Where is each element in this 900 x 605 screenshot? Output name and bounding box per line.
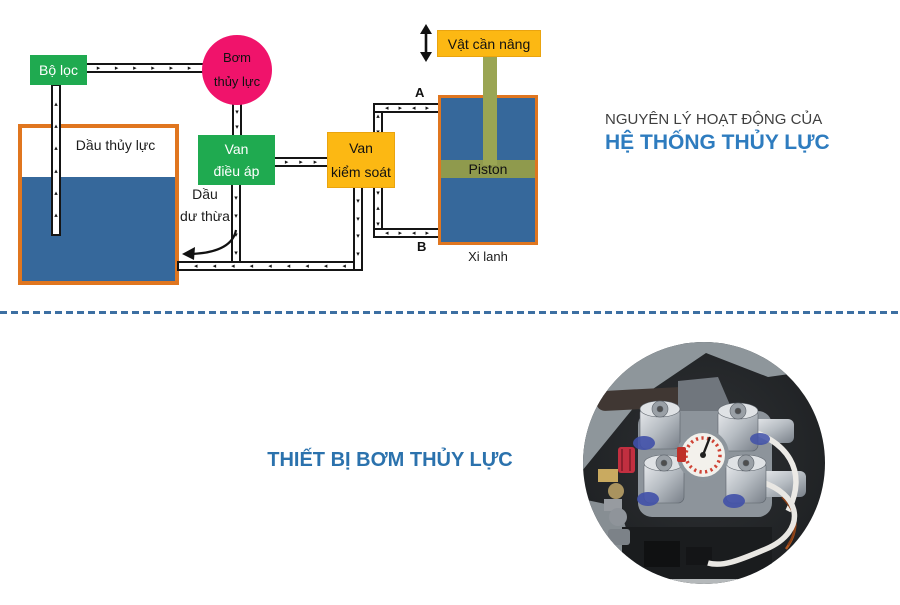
filter-label: Bộ lọc <box>39 62 78 78</box>
load-box: Vật cần nâng <box>437 30 541 57</box>
pipe-regulator-to-control: ▸▸▸ <box>272 157 330 167</box>
load-label: Vật cần nâng <box>447 35 531 52</box>
pipe-filter-to-pump: ▸▸▸▸▸▸ <box>80 63 208 73</box>
dashed-divider <box>0 311 900 314</box>
heading-block: NGUYÊN LÝ HOẠT ĐỘNG CỦA HỆ THỐNG THỦY LỰ… <box>605 111 875 155</box>
excess-oil-line1: Dầu <box>192 186 218 202</box>
pipe-port-b: ◂▸◂▸ <box>373 228 441 238</box>
piston-label: Piston <box>468 161 508 177</box>
pipe-suction: ▴▴▴▴▴▴ <box>51 84 61 236</box>
pipe-pump-to-regulator: ▾▾ <box>232 100 242 140</box>
pressure-regulator-box: Van điều áp <box>198 135 275 185</box>
oil-liquid <box>22 177 175 281</box>
excess-oil-line2: dư thừa <box>180 208 230 224</box>
section2-title: THIẾT BỊ BƠM THỦY LỰC <box>267 449 513 471</box>
control-valve-box: Van kiểm soát <box>327 132 395 188</box>
port-b-label: B <box>417 239 427 254</box>
cylinder-label: Xi lanh <box>468 249 508 264</box>
pipe-port-a: ◂▸◂▸ <box>373 103 441 113</box>
pipe-return-line: ◂◂◂◂◂◂◂◂◂ <box>177 261 363 271</box>
up-down-arrow-icon <box>420 24 432 62</box>
piston-bar: Piston <box>441 160 535 178</box>
pump-label-line2: thủy lực <box>213 74 261 89</box>
heading-line2: HỆ THỐNG THỦY LỰC <box>605 131 830 154</box>
regulator-label-line1: Van <box>224 141 249 157</box>
excess-oil-arrow-icon <box>182 229 238 260</box>
filter-box: Bộ lọc <box>30 55 87 85</box>
heading-line1: NGUYÊN LÝ HOẠT ĐỘNG CỦA <box>605 111 823 128</box>
piston-rod <box>483 55 497 165</box>
pump-label-line1: Bơm <box>222 50 252 65</box>
regulator-label-line2: điều áp <box>213 163 260 179</box>
cylinder: Piston <box>438 95 538 245</box>
excess-oil-label: Dầu dư thừa <box>172 183 238 227</box>
control-label-line2: kiểm soát <box>331 164 391 180</box>
pipe-control-drain: ▾▾▾▾ <box>353 185 363 271</box>
oil-tank <box>18 124 179 285</box>
tank-label: Dầu thủy lực <box>75 137 156 153</box>
hydraulic-pump-photo <box>583 342 825 584</box>
pump-circle: Bơm thủy lực <box>202 35 272 105</box>
control-label-line1: Van <box>349 140 373 156</box>
port-a-label: A <box>415 85 425 100</box>
